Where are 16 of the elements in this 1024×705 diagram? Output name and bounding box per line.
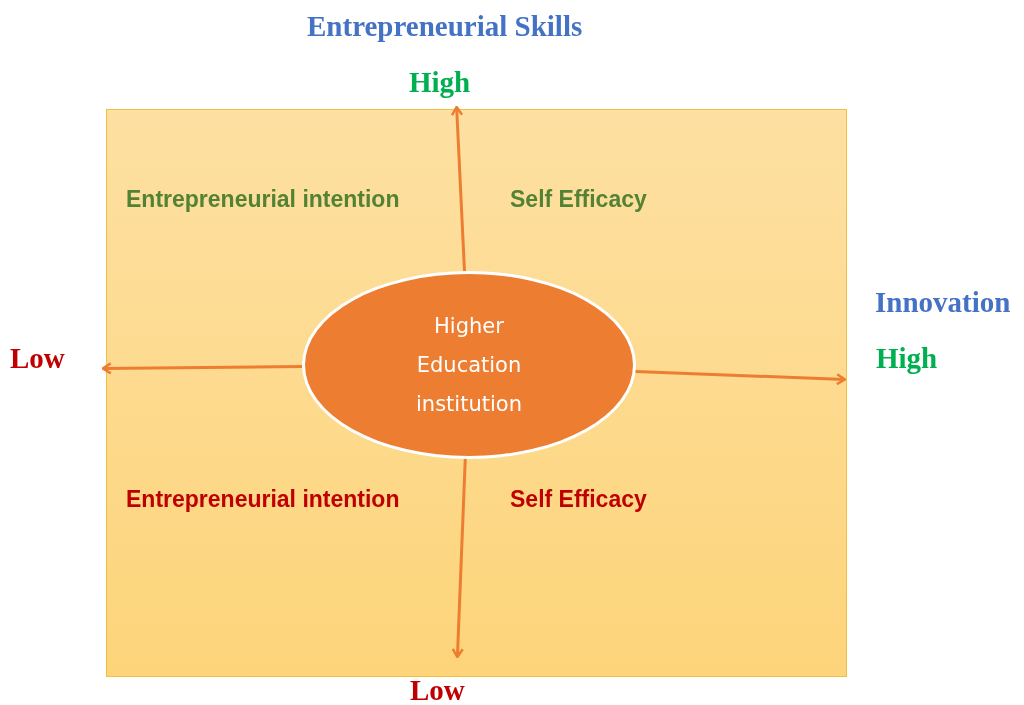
quadrant-label: Entrepreneurial intention	[126, 486, 400, 513]
arrow	[635, 369, 847, 386]
arrow	[450, 105, 466, 272]
axis-level-label: Low	[410, 674, 465, 705]
ellipse-label: Higher Education institution	[415, 312, 523, 418]
arrow	[451, 458, 467, 659]
axis-level-label: High	[409, 66, 471, 99]
quadrant-label: Self Efficacy	[510, 486, 647, 513]
quadrant-label: Entrepreneurial intention	[126, 186, 400, 213]
arrow	[101, 362, 303, 375]
axis-level-label: Low	[10, 342, 65, 375]
axis-title: Entrepreneurial Skills	[307, 10, 583, 43]
quadrant-label: Self Efficacy	[510, 186, 647, 213]
axis-title: Innovation	[875, 286, 1011, 319]
axis-level-label: High	[876, 342, 938, 375]
quadrant-panel	[106, 109, 847, 677]
